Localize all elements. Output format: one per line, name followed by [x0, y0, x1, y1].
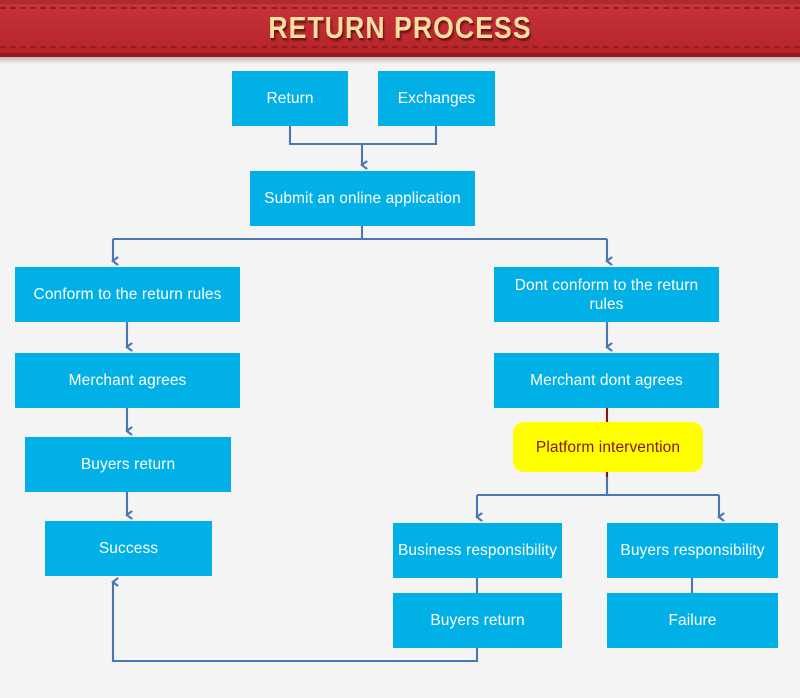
banner-bottom-edge	[0, 53, 800, 57]
node-buyers-return-right[interactable]: Buyers return	[393, 593, 562, 648]
edge-return-to-submit	[288, 126, 362, 146]
page-title: RETURN PROCESS	[268, 10, 532, 45]
node-business-responsibility[interactable]: Business responsibility	[393, 523, 562, 578]
node-label: Success	[98, 540, 159, 557]
header-banner: RETURN PROCESS	[0, 0, 800, 57]
node-label: Buyers responsibility	[620, 542, 765, 559]
node-dont-conform-return-rules[interactable]: Dont conform to the return rules	[494, 267, 719, 322]
node-return[interactable]: Return	[232, 71, 348, 126]
node-merchant-dont-agrees[interactable]: Merchant dont agrees	[494, 353, 719, 408]
node-buyers-return-left[interactable]: Buyers return	[25, 437, 231, 492]
node-label: Buyers return	[430, 612, 525, 629]
node-label: Conform to the return rules	[33, 286, 222, 303]
flowchart-canvas: Return Exchanges Submit an online applic…	[0, 57, 800, 698]
node-label: Submit an online application	[264, 190, 461, 207]
banner-shadow	[0, 57, 800, 64]
node-label: Exchanges	[397, 90, 476, 107]
node-label: Platform intervention	[535, 438, 681, 456]
node-label: Failure	[668, 612, 717, 629]
node-merchant-agrees[interactable]: Merchant agrees	[15, 353, 240, 408]
node-label: Buyers return	[80, 456, 176, 473]
node-label: Return	[266, 90, 314, 107]
node-platform-intervention[interactable]: Platform intervention	[513, 422, 703, 472]
node-label: Business responsibility	[397, 542, 558, 559]
node-success[interactable]: Success	[45, 521, 212, 576]
node-label: Merchant dont agrees	[530, 372, 683, 389]
node-buyers-responsibility[interactable]: Buyers responsibility	[607, 523, 778, 578]
edge-exchanges-to-submit	[362, 126, 438, 146]
banner-top-edge	[0, 0, 800, 4]
node-exchanges[interactable]: Exchanges	[378, 71, 495, 126]
node-failure[interactable]: Failure	[607, 593, 778, 648]
node-submit-application[interactable]: Submit an online application	[250, 171, 475, 226]
node-label: Merchant agrees	[68, 372, 187, 389]
node-label: Dont conform to the return rules	[514, 276, 699, 313]
node-conform-return-rules[interactable]: Conform to the return rules	[15, 267, 240, 322]
